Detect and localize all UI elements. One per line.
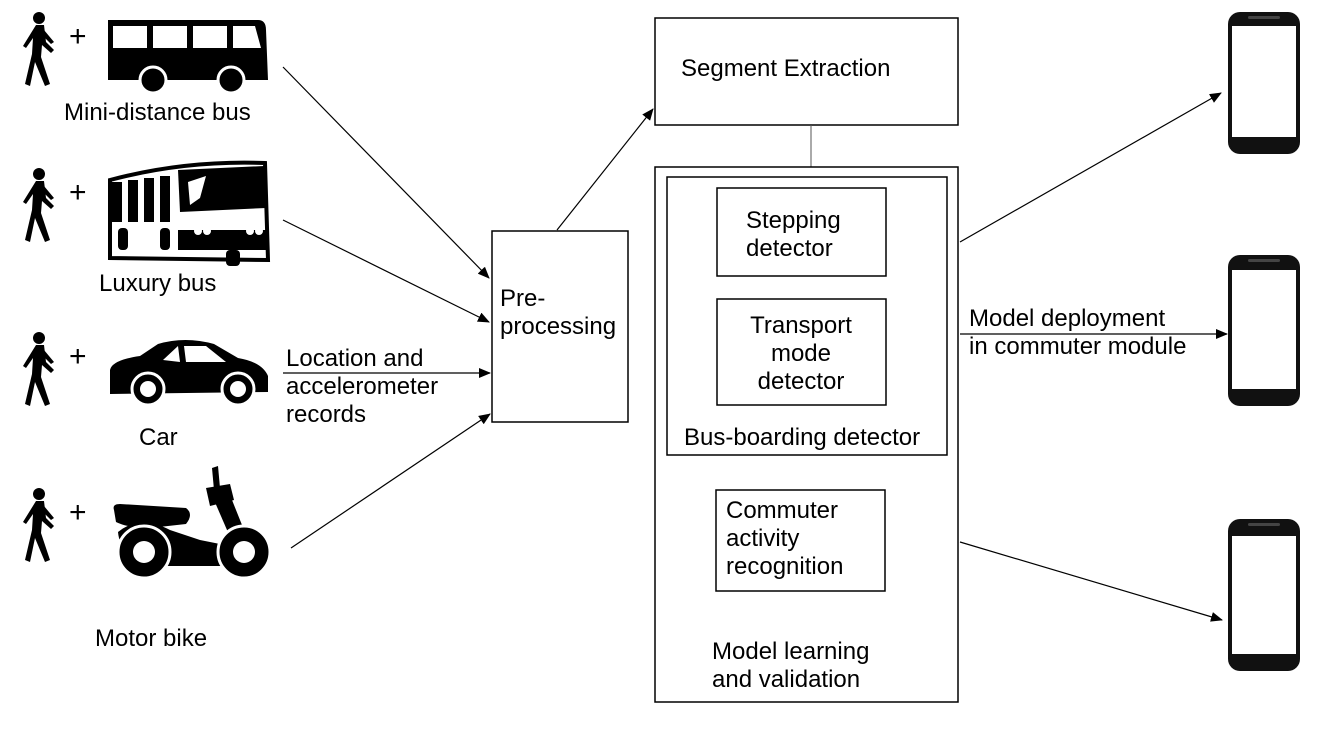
minibus-arrow	[282, 66, 490, 279]
segment-arrow	[556, 108, 654, 231]
walker-icon	[23, 332, 54, 406]
plus-sign: +	[69, 496, 87, 529]
walker-icon	[23, 168, 54, 242]
scooter-icon	[113, 466, 272, 580]
deployment-label: Model deployment in commuter module	[969, 305, 1187, 360]
smartphone-icon	[1228, 12, 1300, 154]
minibus-icon	[108, 20, 268, 95]
minibus-label: Mini-distance bus	[64, 99, 251, 126]
smartphone-icon	[1228, 519, 1300, 671]
luxury-bus-label: Luxury bus	[99, 270, 217, 297]
smartphone-icon	[1228, 255, 1300, 406]
luxury-bus-icon	[108, 160, 271, 266]
commuter-activity-box	[715, 489, 886, 592]
commuter-activity-label: Commuter activity recognition	[726, 497, 844, 580]
transport-mode-box	[716, 298, 887, 406]
preprocessing-label: Pre- processing	[500, 285, 617, 340]
plus-sign: +	[69, 176, 87, 209]
car-label: Car	[139, 424, 178, 451]
plus-sign: +	[69, 340, 87, 373]
bus-boarding-label: Bus-boarding detector	[684, 424, 921, 451]
transport-mode-label: Transport mode detector	[750, 312, 852, 395]
motorbike-arrow	[290, 413, 491, 549]
segment-extraction-box	[654, 17, 959, 126]
preprocessing-box	[491, 230, 629, 423]
deploy-arrow-bottom	[959, 541, 1223, 622]
model-learning-label: Model learning and validation	[712, 638, 870, 693]
walker-icon	[23, 12, 54, 86]
plus-sign: +	[69, 20, 87, 53]
motorbike-label: Motor bike	[95, 625, 208, 652]
input-records-label: Location and accelerometer records	[286, 345, 439, 428]
stepping-detector-box	[716, 187, 887, 277]
stepping-detector-label: Stepping detector	[746, 207, 841, 262]
walker-icon	[23, 488, 54, 562]
deploy-arrow-top	[959, 92, 1222, 243]
luxury-bus-arrow	[282, 219, 490, 323]
car-icon	[110, 340, 268, 407]
segment-extraction-label: Segment Extraction	[681, 55, 891, 82]
